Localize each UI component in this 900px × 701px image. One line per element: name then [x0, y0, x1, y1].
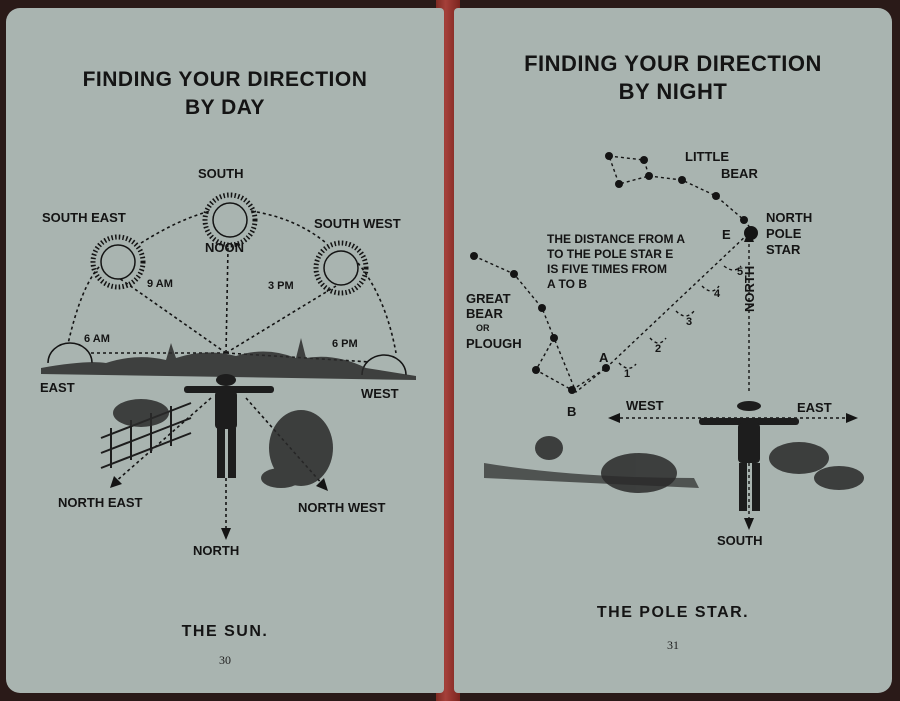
label-north: NORTH: [193, 543, 240, 558]
label-e: E: [722, 227, 731, 242]
right-page-number: 31: [667, 638, 679, 652]
left-page: FINDING YOUR DIRECTION BY DAY: [6, 8, 444, 693]
pole-star-diagram: [470, 152, 864, 530]
label-5: 5: [737, 266, 744, 278]
label-south-west: SOUTH WEST: [314, 216, 401, 231]
left-title-line-2: BY DAY: [184, 96, 266, 119]
right-caption: THE POLE STAR.: [596, 604, 750, 621]
label-4: 4: [714, 288, 721, 300]
label-south-east: SOUTH EAST: [42, 210, 126, 225]
left-page-number: 30: [219, 653, 231, 667]
label-east: EAST: [797, 400, 832, 415]
label-little: LITTLE: [685, 149, 730, 164]
label-3pm: 3 PM: [268, 280, 294, 292]
distance-note-line-4: A TO B: [547, 277, 588, 291]
label-bear: BEAR: [721, 166, 758, 181]
label-3: 3: [686, 316, 693, 328]
label-north-vertical: NORTH: [742, 265, 757, 312]
label-north-east: NORTH EAST: [58, 495, 143, 510]
right-title-line-1: FINDING YOUR DIRECTION: [524, 51, 822, 76]
great-bear-line-1: GREAT: [466, 291, 511, 306]
great-bear-line-4: PLOUGH: [466, 336, 522, 351]
label-north-1: NORTH: [766, 210, 813, 225]
right-title-line-2: BY NIGHT: [618, 79, 728, 104]
label-pole: POLE: [766, 226, 802, 241]
label-star: STAR: [766, 242, 801, 257]
great-bear-label: GREAT BEAR OR PLOUGH: [466, 291, 522, 351]
label-a: A: [599, 350, 609, 365]
right-page: FINDING YOUR DIRECTION BY NIGHT: [454, 8, 892, 693]
label-east: EAST: [40, 380, 75, 395]
label-6pm: 6 PM: [332, 338, 358, 350]
distance-note-line-3: IS FIVE TIMES FROM: [547, 262, 668, 276]
label-b: B: [567, 404, 577, 419]
label-1: 1: [624, 368, 631, 380]
right-page-title: FINDING YOUR DIRECTION BY NIGHT: [454, 50, 892, 106]
great-bear-line-2: BEAR: [466, 306, 503, 321]
label-south: SOUTH: [717, 533, 763, 548]
label-noon: NOON: [205, 240, 244, 255]
distance-note: THE DISTANCE FROM A TO THE POLE STAR E I…: [547, 232, 685, 292]
sun-direction-diagram: [41, 192, 416, 540]
label-north-west: NORTH WEST: [298, 500, 386, 515]
label-west: WEST: [361, 386, 399, 401]
distance-note-line-2: TO THE POLE STAR E: [547, 247, 674, 261]
left-page-title: FINDING YOUR DIRECTION BY DAY: [6, 66, 444, 122]
label-6am: 6 AM: [84, 333, 110, 345]
left-title-line-1: FINDING YOUR DIRECTION: [82, 68, 368, 91]
left-caption: THE SUN.: [181, 623, 269, 640]
label-2: 2: [655, 343, 662, 355]
label-9am: 9 AM: [147, 278, 173, 290]
distance-note-line-1: THE DISTANCE FROM A: [547, 232, 685, 246]
great-bear-line-3: OR: [476, 323, 490, 333]
label-south: SOUTH: [198, 166, 244, 181]
label-west: WEST: [626, 398, 664, 413]
